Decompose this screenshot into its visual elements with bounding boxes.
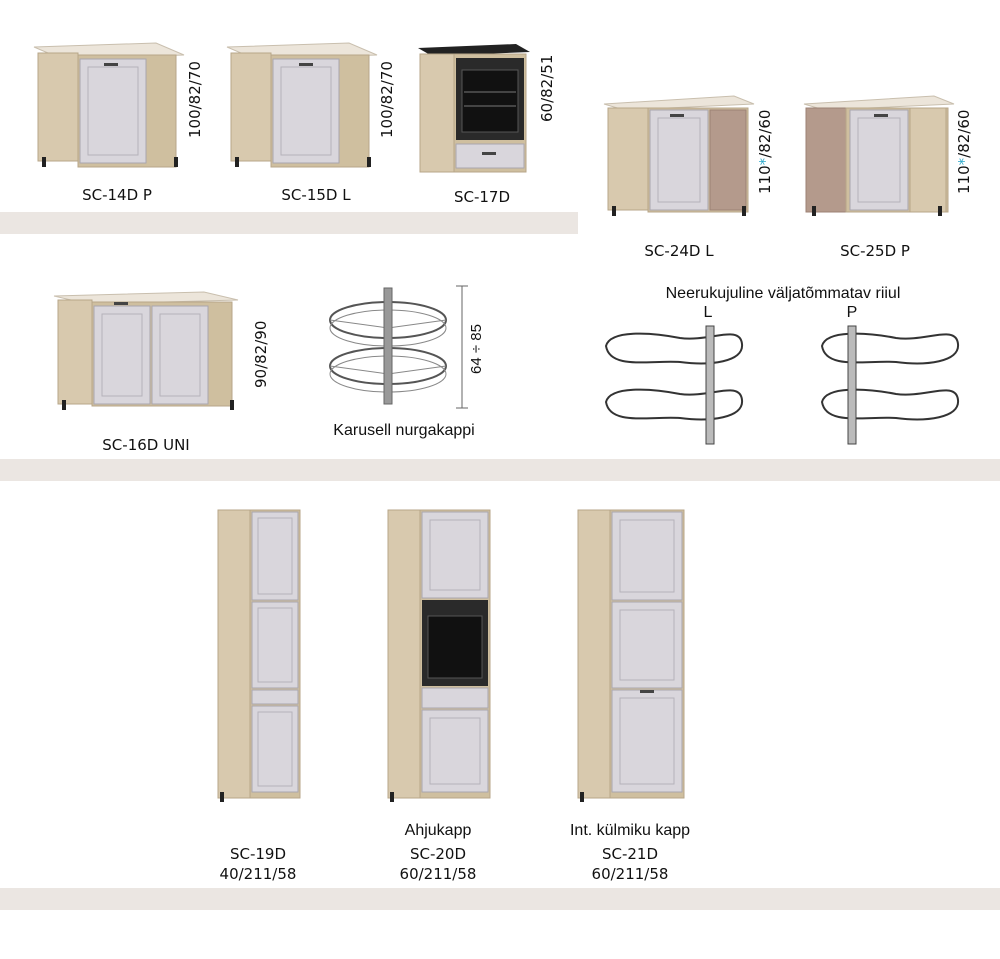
kidney-shelf-right-image	[820, 325, 960, 445]
sc-24d-l-code: SC-24D L	[644, 242, 714, 260]
divider-band-1	[0, 212, 578, 234]
cabinet-sc-16d-uni-image	[53, 291, 239, 410]
carousel-caption: Karusell nurgakappi	[333, 422, 475, 439]
sc-20d-title: Ahjukapp	[404, 822, 472, 839]
sc-21d-title: Int. külmiku kapp	[569, 822, 691, 839]
sc-16d-uni-dims: 90/82/90	[252, 320, 270, 388]
sc-25d-p-code: SC-25D P	[840, 242, 910, 260]
sc-20d-code: SC-20D	[409, 845, 467, 863]
cabinet-sc-20d-image	[387, 509, 491, 802]
divider-band-3	[0, 888, 1000, 910]
sc-14d-p-code: SC-14D P	[82, 186, 152, 204]
sc-17d-code: SC-17D	[453, 188, 511, 206]
sc-16d-uni-code: SC-16D UNI	[102, 436, 190, 454]
kidney-shelf-left-image	[604, 325, 744, 445]
kidney-shelf-caption: Neerukujuline väljatõmmatav riiul	[665, 285, 901, 302]
sc-25d-p-dims: 110*/82/60	[955, 109, 973, 194]
cabinet-sc-17d-image	[418, 44, 530, 173]
cabinet-sc-25d-p-image	[803, 95, 955, 216]
sc-17d-dims: 60/82/51	[538, 54, 556, 122]
sc-19d-dims: 40/211/58	[219, 865, 297, 883]
cabinet-sc-24d-l-image	[603, 95, 755, 216]
sc-14d-p-dims: 100/82/70	[186, 61, 204, 138]
kidney-shelf-left-label: L	[703, 304, 713, 321]
sc-24d-l-dims: 110*/82/60	[756, 109, 774, 194]
sc-19d-code: SC-19D	[229, 845, 287, 863]
kidney-shelf-right-label: P	[846, 304, 858, 321]
sc-20d-dims: 60/211/58	[399, 865, 477, 883]
sc-15d-l-dims: 100/82/70	[378, 61, 396, 138]
sc-15d-l-code: SC-15D L	[281, 186, 351, 204]
carousel-height-dims: 64 ÷ 85	[468, 324, 485, 374]
sc-21d-dims: 60/211/58	[591, 865, 669, 883]
sc-21d-code: SC-21D	[601, 845, 659, 863]
carousel-shelf-image	[329, 285, 468, 409]
cabinet-sc-15d-l-image	[226, 42, 378, 168]
divider-band-2	[0, 459, 1000, 481]
cabinet-sc-19d-image	[217, 509, 301, 802]
cabinet-sc-21d-image	[577, 509, 685, 802]
cabinet-sc-14d-p-image	[33, 42, 185, 168]
